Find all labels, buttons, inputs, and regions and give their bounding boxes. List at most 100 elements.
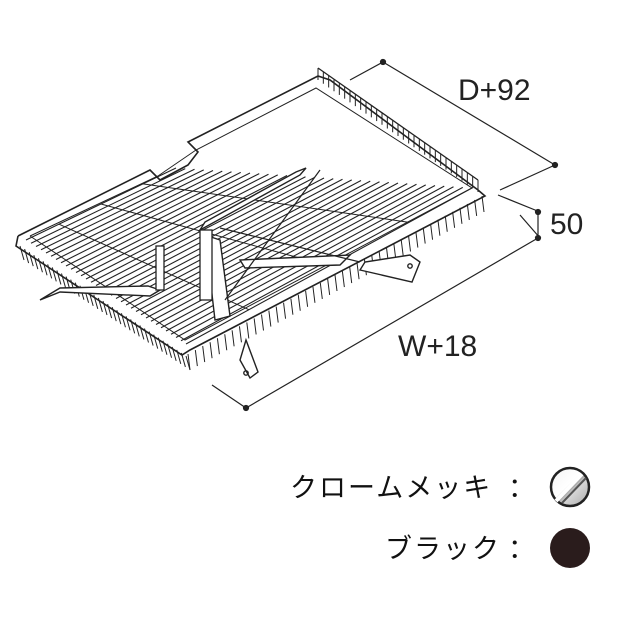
- right-fringe-wire: [319, 282, 323, 299]
- support-bracket: [39, 285, 162, 301]
- front-fringe-wire: [153, 334, 159, 349]
- right-fringe-wire: [408, 235, 411, 252]
- front-fringe-wire: [28, 251, 34, 267]
- front-fringe-wire: [180, 352, 186, 368]
- right-fringe-wire: [231, 330, 235, 347]
- right-fringe-wire: [297, 294, 301, 311]
- black-swatch: [550, 528, 590, 568]
- right-fringe-wire: [452, 211, 456, 228]
- bracket-brace: [224, 169, 321, 301]
- right-fringe-wire: [261, 314, 264, 331]
- front-fringe-wire: [116, 310, 122, 325]
- front-fringe-wire: [120, 313, 126, 328]
- front-fringe-wire: [93, 294, 99, 310]
- bracket-screw-hole: [407, 263, 413, 269]
- front-fringe-wire: [167, 343, 173, 358]
- bracket-clip: [199, 229, 213, 301]
- front-fringe-wire: [144, 328, 149, 343]
- front-fringe-wire: [97, 297, 103, 313]
- depth-extension-line-a: [349, 61, 384, 81]
- right-fringe-wire: [459, 207, 463, 224]
- front-fringe-wire: [171, 346, 177, 361]
- front-fringe-wire: [47, 264, 53, 279]
- depth-label: D+92: [458, 74, 531, 107]
- shelf-frame: [15, 75, 487, 356]
- right-fringe-wire: [238, 326, 242, 343]
- right-fringe-wire: [341, 270, 345, 288]
- right-fringe-wire: [481, 195, 485, 213]
- front-fringe-wire: [102, 300, 108, 316]
- height-extension-line-b: [519, 214, 541, 239]
- front-fringe-wire: [157, 337, 163, 352]
- legend-item-black: ブラック ：: [385, 528, 590, 568]
- legend: クロームメッキ ： ブラック ：: [290, 466, 591, 568]
- right-fringe-wire: [400, 239, 404, 256]
- front-fringe-wire: [33, 255, 39, 270]
- right-fringe-wire: [444, 215, 448, 232]
- right-fringe-wire: [422, 227, 426, 244]
- shelf-cross-wire: [142, 183, 410, 223]
- legend-label-chrome: クロームメッキ: [290, 473, 492, 504]
- depth-dimension-end-a: [379, 58, 387, 66]
- right-fringe-wire: [430, 223, 434, 240]
- height-label: 50: [550, 208, 583, 241]
- right-fringe-wire: [349, 267, 353, 284]
- right-fringe-wire: [327, 278, 331, 296]
- wire-shelf: [15, 67, 487, 380]
- front-fringe-wire: [125, 316, 131, 331]
- chrome-swatch-highlight: [554, 472, 584, 503]
- bracket-clip: [155, 245, 165, 291]
- front-fringe-wire: [24, 248, 30, 264]
- right-fringe-wire: [437, 219, 441, 236]
- chrome-swatch-shade: [561, 477, 587, 504]
- front-fringe-wire: [176, 349, 182, 365]
- height-dimension-end-a: [534, 208, 542, 216]
- depth-dimension-end-b: [551, 161, 559, 169]
- right-fringe-wire: [268, 310, 272, 327]
- front-fringe-wire: [139, 325, 145, 340]
- bracket-screw-hole: [243, 370, 249, 376]
- front-fringe-wire: [162, 340, 168, 355]
- width-label: W+18: [398, 330, 477, 363]
- right-fringe-wire: [216, 338, 220, 355]
- right-fringe-wire: [194, 349, 198, 367]
- front-fringe-wire: [56, 270, 62, 285]
- front-fringe-wire: [51, 267, 57, 282]
- front-fringe-wire: [130, 319, 136, 334]
- shelf-cross-wire: [100, 203, 330, 267]
- shelf-inner-rim: [29, 87, 473, 341]
- right-fringe-wire: [187, 353, 191, 371]
- dimension-lines: [211, 58, 559, 412]
- front-fringe-wire: [19, 245, 25, 261]
- legend-separator-black: ：: [508, 534, 537, 565]
- front-fringe-wire: [148, 331, 154, 346]
- right-fringe-wire: [209, 342, 213, 359]
- right-fringe-wire: [415, 231, 419, 248]
- right-fringe-wire: [356, 263, 360, 280]
- height-extension-line-a: [497, 194, 541, 213]
- legend-item-chrome: クロームメッキ ：: [290, 466, 591, 508]
- right-fringe-wire: [312, 286, 316, 303]
- front-fringe-wire: [107, 303, 113, 319]
- front-fringe-wire: [111, 306, 117, 322]
- back-rail-top: [317, 67, 479, 181]
- right-fringe-wire: [246, 322, 250, 339]
- width-extension-line-a: [211, 384, 247, 409]
- bracket-brace: [219, 227, 361, 263]
- right-fringe-wire: [224, 334, 228, 351]
- support-bracket: [238, 254, 352, 269]
- front-fringe-wire: [61, 273, 66, 288]
- right-fringe-wire: [290, 298, 294, 315]
- right-fringe-wire: [466, 203, 470, 220]
- depth-dimension-line: [382, 61, 556, 166]
- front-fringe-wire: [134, 322, 140, 337]
- front-fringe-wire: [37, 258, 43, 273]
- width-dimension-line: [245, 237, 539, 409]
- width-dimension-end-a: [242, 404, 250, 412]
- front-fringe-wire: [88, 291, 94, 306]
- right-fringe-wire: [474, 199, 478, 217]
- right-fringe-wire: [202, 346, 206, 363]
- right-fringe-wire: [253, 318, 257, 335]
- support-bracket: [197, 167, 307, 232]
